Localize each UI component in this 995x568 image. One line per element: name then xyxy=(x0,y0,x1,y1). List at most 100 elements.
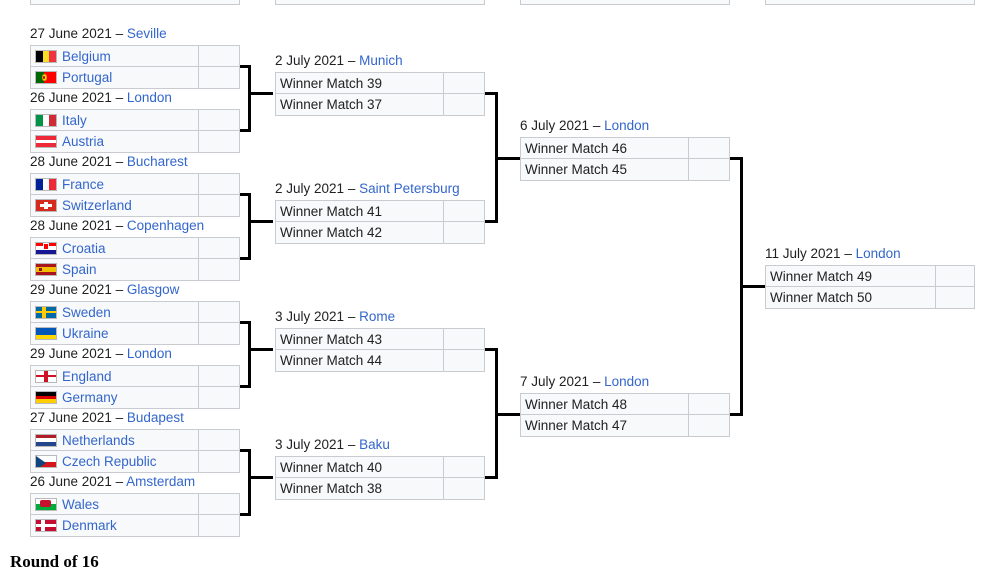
r16-match-3-row: France xyxy=(31,174,239,195)
r16-match-6-score-cell xyxy=(199,366,239,386)
connector-r16-qf-2-bottom-stub xyxy=(240,257,248,260)
r16-match-7-team-name[interactable]: Netherlands xyxy=(62,432,135,448)
qf-match-3-row: Winner Match 44 xyxy=(276,350,484,371)
connector-qf-sf-2-vertical xyxy=(495,348,498,479)
qf-match-1-team-cell: Winner Match 39 xyxy=(276,73,444,93)
r16-match-7-team-name[interactable]: Czech Republic xyxy=(62,454,157,469)
r16-match-6-row: England xyxy=(31,366,239,387)
switzerland-flag-icon xyxy=(35,199,57,212)
r16-match-1-team-name[interactable]: Belgium xyxy=(62,48,111,64)
final-match-team-cell: Winner Match 49 xyxy=(766,266,936,286)
sf-match-2-date: 7 July 2021 xyxy=(520,374,590,389)
r16-match-2-team-name[interactable]: Austria xyxy=(62,134,105,149)
final-match-header: 11 July 2021 – London xyxy=(765,246,901,262)
r16-match-3-team-cell: France xyxy=(31,174,199,194)
r16-match-2-header: 26 June 2021 – London xyxy=(30,90,172,106)
r16-match-4-score-cell xyxy=(199,238,239,258)
r16-match-6-team-cell: Germany xyxy=(31,387,199,408)
qf-match-4-score-cell xyxy=(444,457,484,477)
r16-match-5-team-name[interactable]: Ukraine xyxy=(62,326,109,341)
r16-match-1-dash: – xyxy=(111,26,127,41)
r16-match-7-row: Netherlands xyxy=(31,430,239,451)
connector-r16-qf-4-bottom-stub xyxy=(240,513,248,516)
r16-match-1-team-name[interactable]: Portugal xyxy=(62,70,113,85)
qf-match-1-score-cell xyxy=(444,94,484,115)
qf-match-1-team-name: Winner Match 37 xyxy=(280,97,383,112)
connector-r16-qf-3-out-stub xyxy=(251,348,273,351)
r16-match-4-team-name[interactable]: Spain xyxy=(62,262,97,277)
r16-match-5-row: Ukraine xyxy=(31,323,239,344)
qf-match-4-team-name: Winner Match 40 xyxy=(280,459,383,475)
r16-match-1-score-cell xyxy=(199,46,239,66)
r16-match-8-venue-link[interactable]: Amsterdam xyxy=(126,474,196,489)
sf-match-2-row: Winner Match 48 xyxy=(521,394,729,415)
connector-r16-qf-1-bottom-stub xyxy=(240,129,248,132)
r16-match-1-team-cell: Portugal xyxy=(31,67,199,88)
r16-match-4-date: 28 June 2021 xyxy=(30,218,112,233)
wales-flag-icon xyxy=(35,497,57,511)
qf-match-3-dash: – xyxy=(344,309,360,324)
sf-match-1-venue-link[interactable]: London xyxy=(604,118,650,133)
r16-match-2-venue-link[interactable]: London xyxy=(126,90,172,105)
sf-match-2-venue-link[interactable]: London xyxy=(604,374,650,389)
qf-match-4-venue-link[interactable]: Baku xyxy=(359,437,390,452)
r16-match-4-dash: – xyxy=(111,218,127,233)
qf-match-1-venue-link[interactable]: Munich xyxy=(359,53,403,68)
qf-match-1-score-cell xyxy=(444,73,484,93)
final-match-venue-link[interactable]: London xyxy=(855,246,901,261)
r16-match-3-venue-link[interactable]: Bucharest xyxy=(126,154,188,169)
connector-qf-sf-2-top-stub xyxy=(485,348,495,351)
r16-match-7-score-cell xyxy=(199,451,239,472)
r16-match-1-row: Portugal xyxy=(31,67,239,88)
r16-match-7-venue-link[interactable]: Budapest xyxy=(126,410,184,425)
england-flag-icon xyxy=(35,369,57,383)
r16-match-5-venue-link[interactable]: Glasgow xyxy=(126,282,180,297)
r16-match-6-team-name[interactable]: England xyxy=(62,368,112,384)
r16-match-1-venue-link[interactable]: Seville xyxy=(126,26,167,41)
r16-match-4-venue-link[interactable]: Copenhagen xyxy=(126,218,205,233)
r16-match-8-team-name[interactable]: Denmark xyxy=(62,518,117,533)
qf-match-4-row: Winner Match 38 xyxy=(276,478,484,499)
qf-match-3-venue-link[interactable]: Rome xyxy=(359,309,396,324)
qf-match-2-score-cell xyxy=(444,201,484,221)
r16-match-5-team-name[interactable]: Sweden xyxy=(62,304,111,320)
r16-match-3-team-name[interactable]: Switzerland xyxy=(62,198,132,213)
r16-match-2-team-cell: Italy xyxy=(31,110,199,130)
connector-r16-qf-4-out-stub xyxy=(251,476,273,479)
final-match-team-cell: Winner Match 50 xyxy=(766,287,936,308)
r16-match-6-venue-link[interactable]: London xyxy=(126,346,172,361)
sf-match-2-team-name: Winner Match 47 xyxy=(525,418,628,433)
final-match-score-cell xyxy=(936,266,974,286)
r16-match-3-date: 28 June 2021 xyxy=(30,154,112,169)
r16-match-6-row: Germany xyxy=(31,387,239,408)
connector-sf-final-bottom-stub xyxy=(730,413,740,416)
netherlands-flag-icon xyxy=(35,433,57,447)
sf-match-1-row: Winner Match 46 xyxy=(521,138,729,159)
qf-match-1-header: 2 July 2021 – Munich xyxy=(275,53,403,69)
qf-match-2-date: 2 July 2021 xyxy=(275,181,345,196)
r16-match-3-team-name[interactable]: France xyxy=(62,176,105,192)
r16-match-6-team-name[interactable]: Germany xyxy=(62,390,118,405)
r16-match-6-header: 29 June 2021 – London xyxy=(30,346,172,362)
austria-flag-icon xyxy=(35,135,57,148)
r16-match-6-date: 29 June 2021 xyxy=(30,346,112,361)
connector-r16-qf-1-top-stub xyxy=(240,65,248,68)
r16-match-4-team-name[interactable]: Croatia xyxy=(62,240,106,256)
qf-match-1-row: Winner Match 37 xyxy=(276,94,484,115)
sf-match-1-header: 6 July 2021 – London xyxy=(520,118,649,134)
sf-match-1-score-cell xyxy=(689,138,729,158)
r16-match-5-date: 29 June 2021 xyxy=(30,282,112,297)
sf-match-1-dash: – xyxy=(589,118,605,133)
qf-match-2-team-name: Winner Match 41 xyxy=(280,203,383,219)
r16-match-8-row: Denmark xyxy=(31,515,239,536)
r16-match-8-team-name[interactable]: Wales xyxy=(62,496,100,512)
r16-match-7-row: Czech Republic xyxy=(31,451,239,472)
r16-match-2-team-name[interactable]: Italy xyxy=(62,112,87,128)
qf-match-1-date: 2 July 2021 xyxy=(275,53,345,68)
qf-match-2-venue-link[interactable]: Saint Petersburg xyxy=(359,181,460,196)
qf-match-4-date: 3 July 2021 xyxy=(275,437,345,452)
